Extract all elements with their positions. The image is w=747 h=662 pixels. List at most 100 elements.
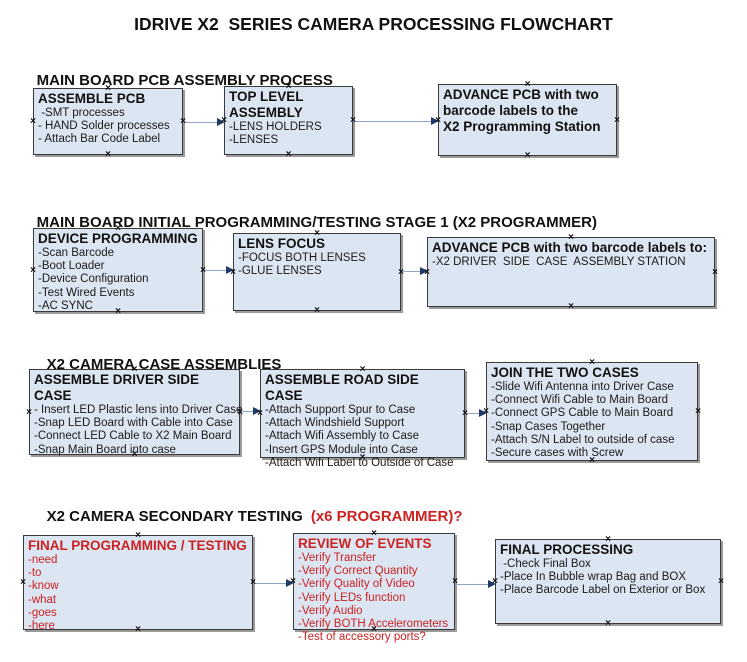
process-step: -Connect GPS Cable to Main Board	[491, 407, 674, 420]
box-title: FINAL PROGRAMMING / TESTING	[28, 538, 247, 553]
connector-handle-icon: ×	[605, 618, 611, 629]
box-items: -LENS HOLDERS-LENSES	[229, 121, 348, 147]
process-step: -what	[28, 593, 57, 606]
process-step: -Verify BOTH Accelerometers	[298, 618, 449, 631]
arrow-line	[401, 270, 423, 272]
box-items: -need-to-know-what-goes-here	[28, 554, 248, 633]
section-heading-pcb-assembly: MAIN BOARD PCB ASSEMBLY PROCESS	[20, 55, 333, 106]
flow-box-final-processing: × × × × FINAL PROCESSING -Check Final Bo…	[492, 535, 724, 629]
flow-box-join-the-two-cases: × × × × JOIN THE TWO CASES -Slide Wifi A…	[483, 358, 701, 466]
process-step: -Verify Transfer	[298, 552, 376, 564]
box-items: -X2 DRIVER SIDE CASE ASSEMBLY STATION	[432, 256, 710, 269]
section-heading-label: MAIN BOARD PCB ASSEMBLY PROCESS	[36, 72, 333, 89]
connector-handle-icon: ×	[105, 149, 111, 160]
arrow-line	[465, 412, 482, 414]
process-step: -X2 DRIVER SIDE CASE ASSEMBLY STATION	[432, 256, 686, 268]
process-step: -Verify LEDs function	[298, 591, 406, 604]
box-title: REVIEW OF EVENTS	[298, 536, 432, 551]
box-title: DEVICE PROGRAMMING	[38, 231, 198, 246]
connector-handle-icon: ×	[398, 266, 404, 278]
process-step: -Place In Bubble wrap Bag and BOX	[500, 571, 687, 584]
section-heading-secondary-testing: X2 CAMERA SECONDARY TESTING (x6 PROGRAMME…	[30, 491, 463, 542]
flow-box-device-programming: × × × × DEVICE PROGRAMMING -Scan Barcode…	[30, 224, 206, 317]
process-step: -Scan Barcode	[38, 247, 115, 259]
box-title: ADVANCE PCB with two barcode labels to:	[432, 240, 708, 255]
box-title: TOP LEVEL ASSEMBLY	[229, 89, 304, 120]
box-title: ASSEMBLE PCB	[38, 91, 146, 106]
process-step: -Secure cases with Screw	[491, 447, 624, 460]
connector-handle-icon: ×	[524, 150, 531, 161]
section-heading-accent: (x6 PROGRAMMER)?	[310, 508, 463, 525]
process-step: -GLUE LENSES	[238, 265, 322, 278]
flow-box-advance-pcb-driver-side: × × × × ADVANCE PCB with two barcode lab…	[424, 233, 718, 312]
process-step: -Snap Cases Together	[491, 420, 606, 433]
process-step: - Insert LED Plastic lens into Driver Ca…	[34, 404, 243, 416]
process-step: -know	[28, 580, 59, 593]
connector-handle-icon: ×	[712, 266, 718, 278]
process-step: -Attach Wifi Label to Outside of Case	[265, 456, 454, 469]
arrow-line	[455, 583, 491, 585]
process-step: -to	[28, 567, 42, 580]
process-step: -goes	[28, 606, 57, 619]
flow-box-top-level-assembly: × × × × TOP LEVEL ASSEMBLY -LENS HOLDERS…	[221, 82, 356, 160]
connector-handle-icon: ×	[285, 149, 292, 160]
process-step: -LENSES	[229, 134, 279, 147]
process-step: -Verify Correct Quantity	[298, 565, 418, 578]
process-step: -Snap LED Board with Cable into Case	[34, 417, 233, 430]
box-title: ASSEMBLE DRIVER SIDE CASE	[34, 372, 200, 403]
section-heading-initial-programming: MAIN BOARD INITIAL PROGRAMMING/TESTING S…	[20, 197, 597, 248]
process-step: -FOCUS BOTH LENSES	[238, 252, 366, 264]
process-step: -Boot Loader	[38, 260, 105, 273]
connector-handle-icon: ×	[718, 576, 724, 587]
section-heading-label: MAIN BOARD INITIAL PROGRAMMING/TESTING S…	[36, 214, 597, 231]
box-title: JOIN THE TWO CASES	[491, 365, 639, 380]
process-step: -Verify Quality of Video	[298, 578, 415, 591]
box-items: -Slide Wifi Antenna into Driver Case -Con…	[491, 381, 693, 460]
arrow-head-icon	[488, 580, 496, 588]
process-step: -Connect LED Cable to X2 Main Board	[34, 430, 232, 443]
process-step: - HAND Solder processes	[38, 120, 170, 133]
process-step: -Attach Support Spur to Case	[265, 404, 416, 416]
section-heading-case-assemblies: X2 CAMERA CASE ASSEMBLIES	[30, 339, 282, 390]
arrow-line	[203, 269, 229, 271]
section-heading-label: X2 CAMERA CASE ASSEMBLIES	[46, 356, 282, 373]
flow-box-final-programming-testing: × × × × FINAL PROGRAMMING / TESTING -nee…	[20, 531, 256, 635]
arrow-line	[253, 582, 289, 584]
flowchart-title: IDRIVE X2 SERIES CAMERA PROCESSING FLOWC…	[134, 14, 613, 34]
process-step: -Slide Wifi Antenna into Driver Case	[491, 381, 674, 393]
section-heading-label: X2 CAMERA SECONDARY TESTING	[46, 508, 303, 525]
box-title: LENS FOCUS	[238, 236, 326, 251]
box-items: -Scan Barcode-Boot Loader-Device Configu…	[38, 247, 198, 313]
arrow-head-icon	[420, 267, 428, 275]
arrow-line	[183, 121, 220, 123]
flow-box-advance-pcb-programming-station: × × × × ADVANCE PCB with two barcode lab…	[435, 80, 620, 161]
connector-handle-icon: ×	[20, 577, 26, 588]
box-items: -SMT processes- HAND Solder processes- A…	[38, 107, 178, 147]
box-items: -Attach Support Spur to Case-Attach Wind…	[265, 404, 460, 470]
arrow-line	[240, 410, 256, 412]
connector-handle-icon: ×	[30, 264, 36, 276]
process-step: -need	[28, 554, 58, 566]
connector-handle-icon: ×	[695, 406, 701, 417]
box-items: -FOCUS BOTH LENSES-GLUE LENSES	[238, 252, 396, 278]
box-title: ASSEMBLE ROAD SIDE CASE	[265, 372, 419, 403]
box-title: ADVANCE PCB with two barcode labels to t…	[443, 87, 601, 134]
process-step: -LENS HOLDERS	[229, 121, 322, 133]
flow-box-lens-focus: × × × × LENS FOCUS -FOCUS BOTH LENSES-GL…	[230, 229, 404, 316]
process-step: -Device Configuration	[38, 273, 149, 286]
process-step: -Test of accessory ports?	[298, 631, 426, 644]
connector-handle-icon: ×	[30, 116, 36, 127]
arrow-head-icon	[217, 118, 225, 126]
connector-handle-icon: ×	[614, 114, 620, 126]
process-step: -Insert GPS Module into Case	[265, 443, 418, 456]
process-step: -here	[28, 620, 55, 633]
connector-handle-icon: ×	[26, 406, 32, 418]
box-title: FINAL PROCESSING	[500, 542, 634, 557]
arrow-head-icon	[226, 266, 234, 274]
process-step: -Attach Windshield Support	[265, 417, 405, 430]
arrow-head-icon	[286, 579, 294, 587]
arrow-head-icon	[431, 117, 439, 125]
flow-box-assemble-pcb: × × × × ASSEMBLE PCB -SMT processes- HAN…	[30, 84, 186, 160]
flow-box-assemble-driver-side-case: × × × × ASSEMBLE DRIVER SIDE CASE - Inse…	[26, 365, 243, 460]
box-items: - Insert LED Plastic lens into Driver Ca…	[34, 404, 243, 457]
